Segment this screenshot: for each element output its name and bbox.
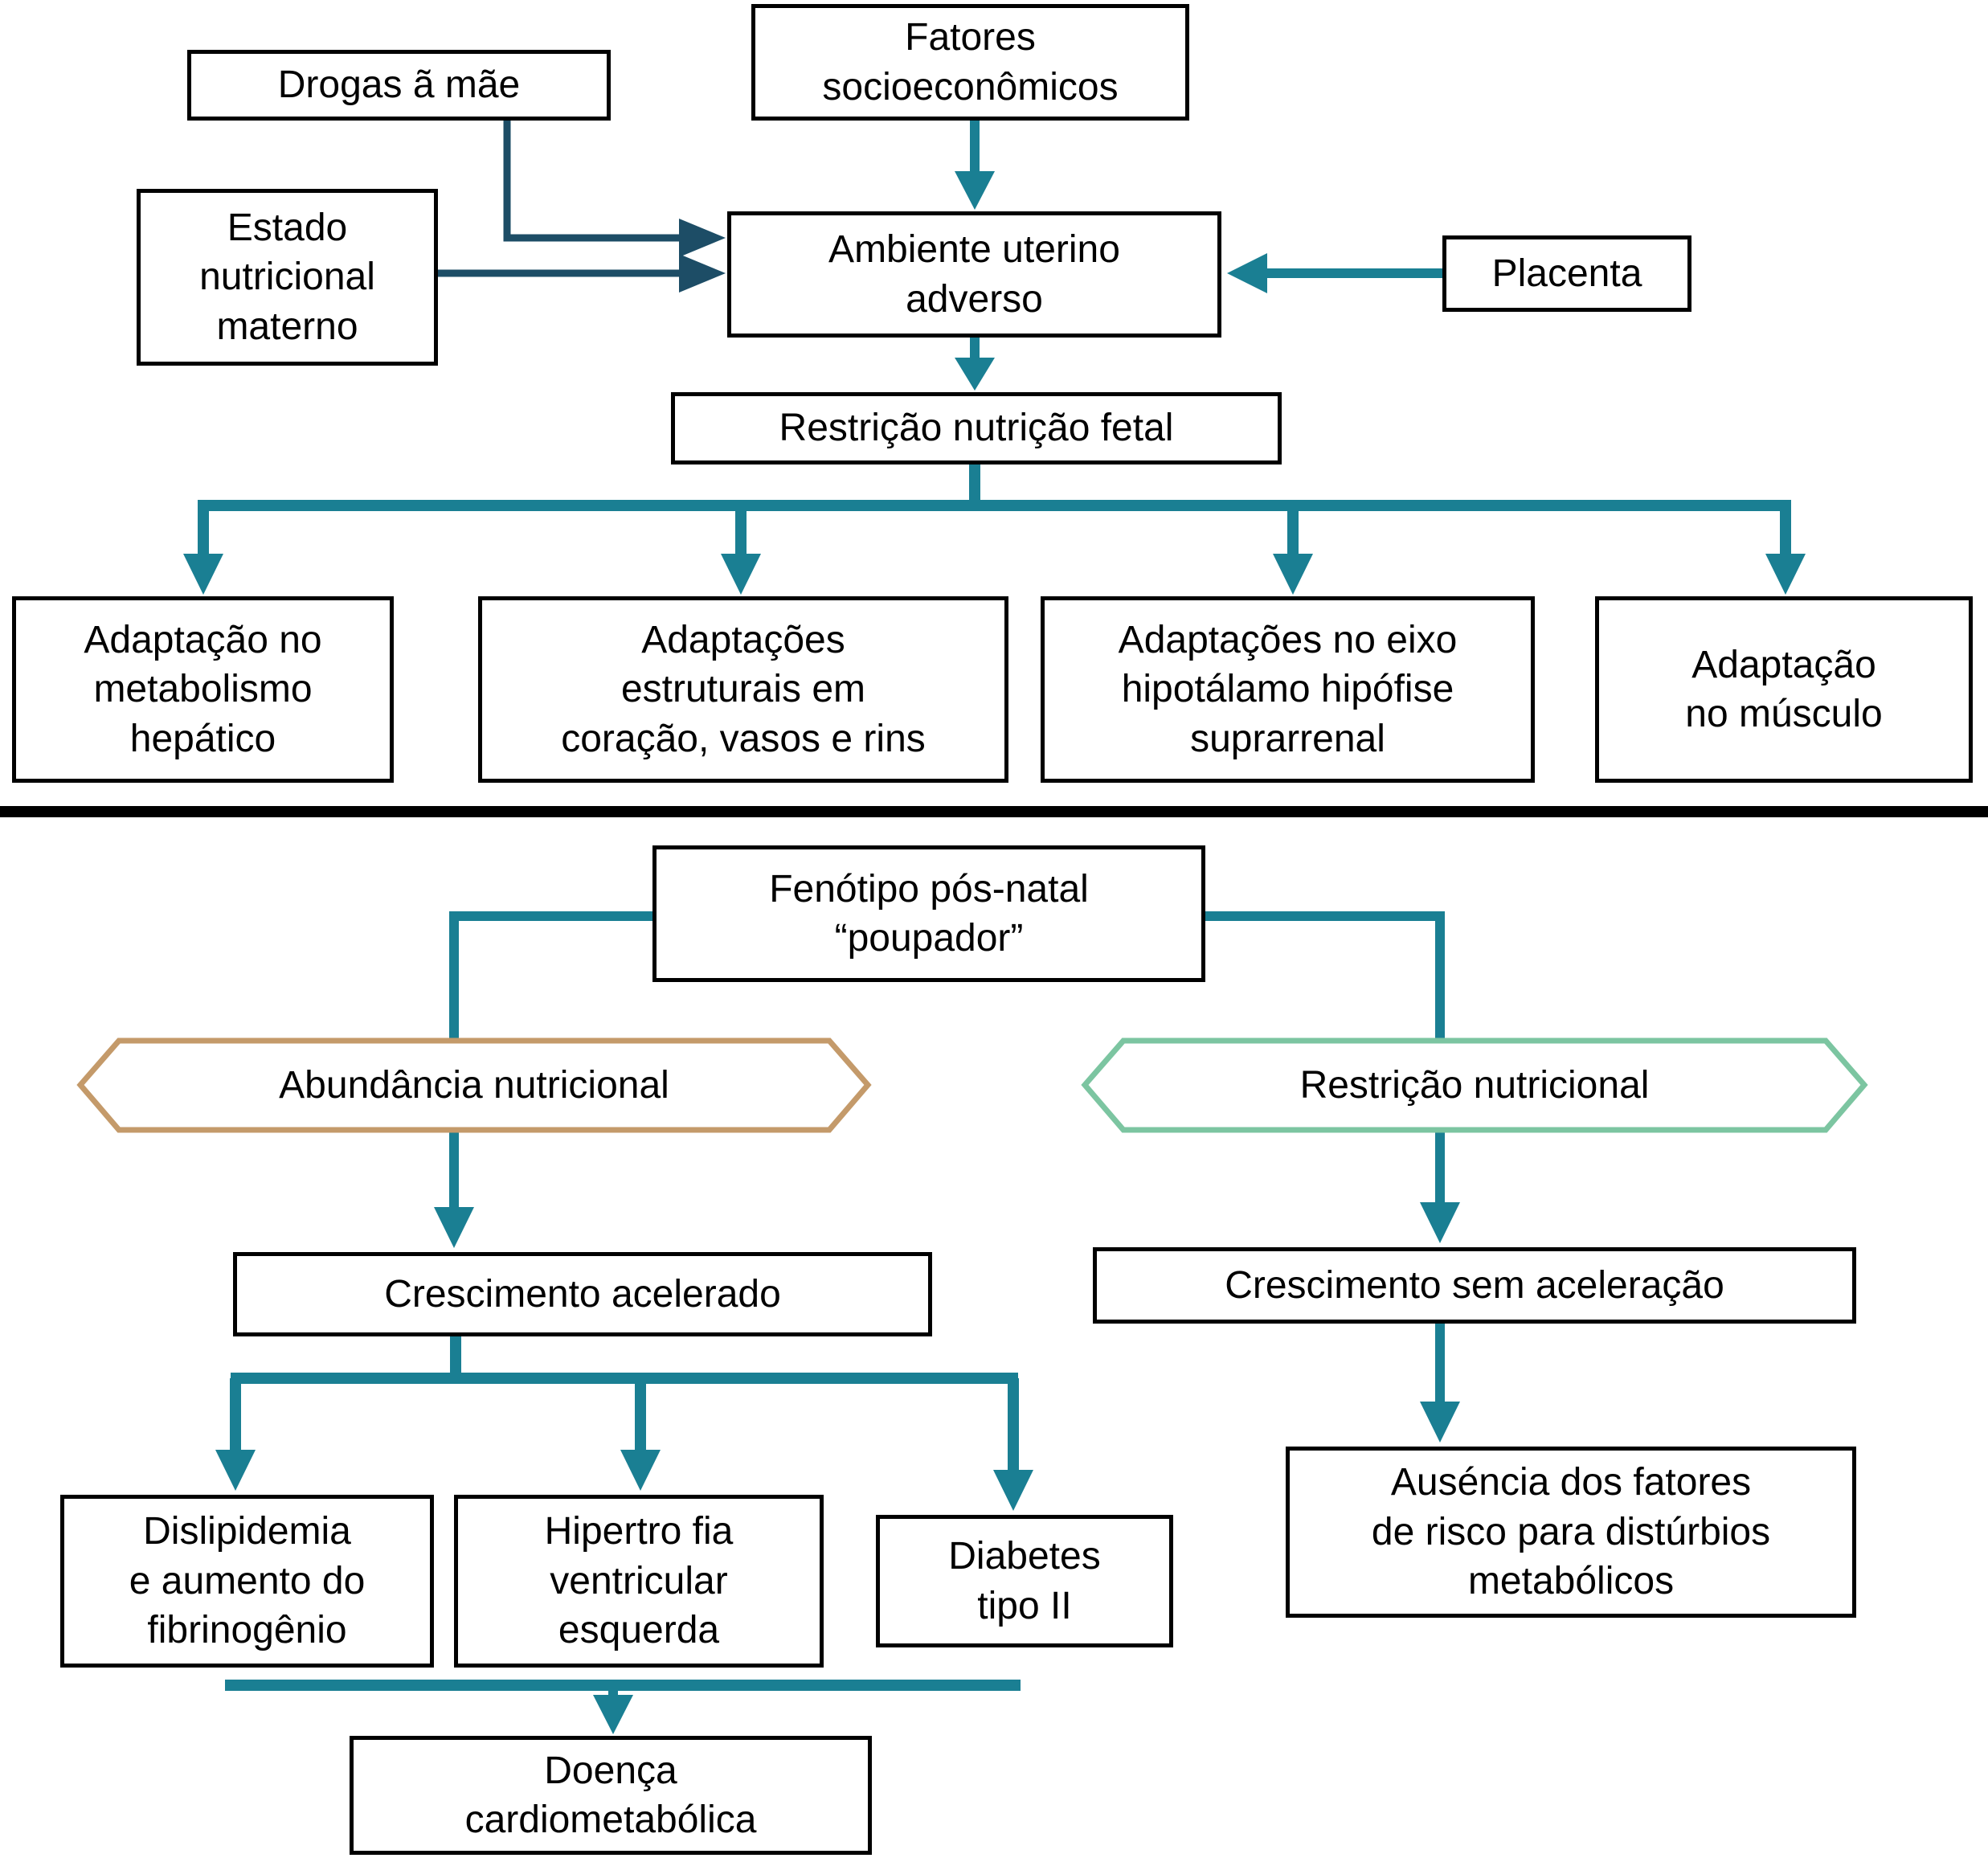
arrow-drogas-to-ambiente [503, 121, 726, 257]
arrow-ambiente-to-restricao [955, 338, 995, 391]
hexagon-label-restricao: Restrição nutricional [1299, 1064, 1650, 1107]
node-estado-nutricional: Estado nutricional materno [137, 189, 438, 366]
node-doenca-cardiometabolica: Doença cardiometabólica [350, 1736, 872, 1855]
branch-restricao-to-adaptacoes [183, 464, 1806, 595]
arrow-estado-to-ambiente [438, 254, 726, 293]
node-hipertrofia-ventricular: Hipertro fia ventricular esquerda [454, 1495, 824, 1668]
arrow-placenta-to-ambiente [1227, 253, 1442, 293]
node-adaptacoes-eixo: Adaptações no eixo hipotálamo hipófise s… [1041, 596, 1535, 783]
node-adaptacoes-estruturais: Adaptações estruturais em coração, vasos… [478, 596, 1008, 783]
node-ausencia-fatores-risco: Auséncia dos fatores de risco para distú… [1286, 1447, 1856, 1618]
node-fenotipo-pos-natal: Fenótipo pós-natal “poupador” [652, 845, 1205, 982]
node-diabetes-tipo-2: Diabetes tipo II [876, 1515, 1173, 1647]
node-placenta: Placenta [1442, 235, 1691, 312]
node-fatores-socioeconomicos: Fatores socioeconômicos [751, 4, 1189, 121]
node-restricao-nutricao-fetal: Restrição nutrição fetal [671, 392, 1282, 464]
node-drogas-a-mae: Drogas ã mãe [187, 50, 611, 121]
hexagon-label-abundancia: Abundância nutricional [279, 1064, 669, 1107]
node-dislipidemia: Dislipidemia e aumento do fibrinogênio [60, 1495, 434, 1668]
section-divider [0, 806, 1988, 817]
node-crescimento-acelerado: Crescimento acelerado [233, 1252, 932, 1336]
node-crescimento-sem-aceleracao: Crescimento sem aceleração [1093, 1247, 1856, 1324]
node-ambiente-uterino: Ambiente uterino adverso [727, 211, 1221, 338]
branch-crescimento-acelerado [215, 1336, 1033, 1511]
node-adaptacao-musculo: Adaptação no músculo [1595, 596, 1973, 783]
hexagon-restricao [1081, 1037, 1868, 1133]
collector-to-doenca [225, 1680, 1021, 1734]
node-adaptacao-hepatico: Adaptação no metabolismo hepático [12, 596, 394, 783]
arrow-crescimento-sem-to-ausencia [1420, 1324, 1460, 1443]
arrow-fatores-to-ambiente [955, 121, 995, 210]
hexagon-abundancia [76, 1037, 872, 1133]
